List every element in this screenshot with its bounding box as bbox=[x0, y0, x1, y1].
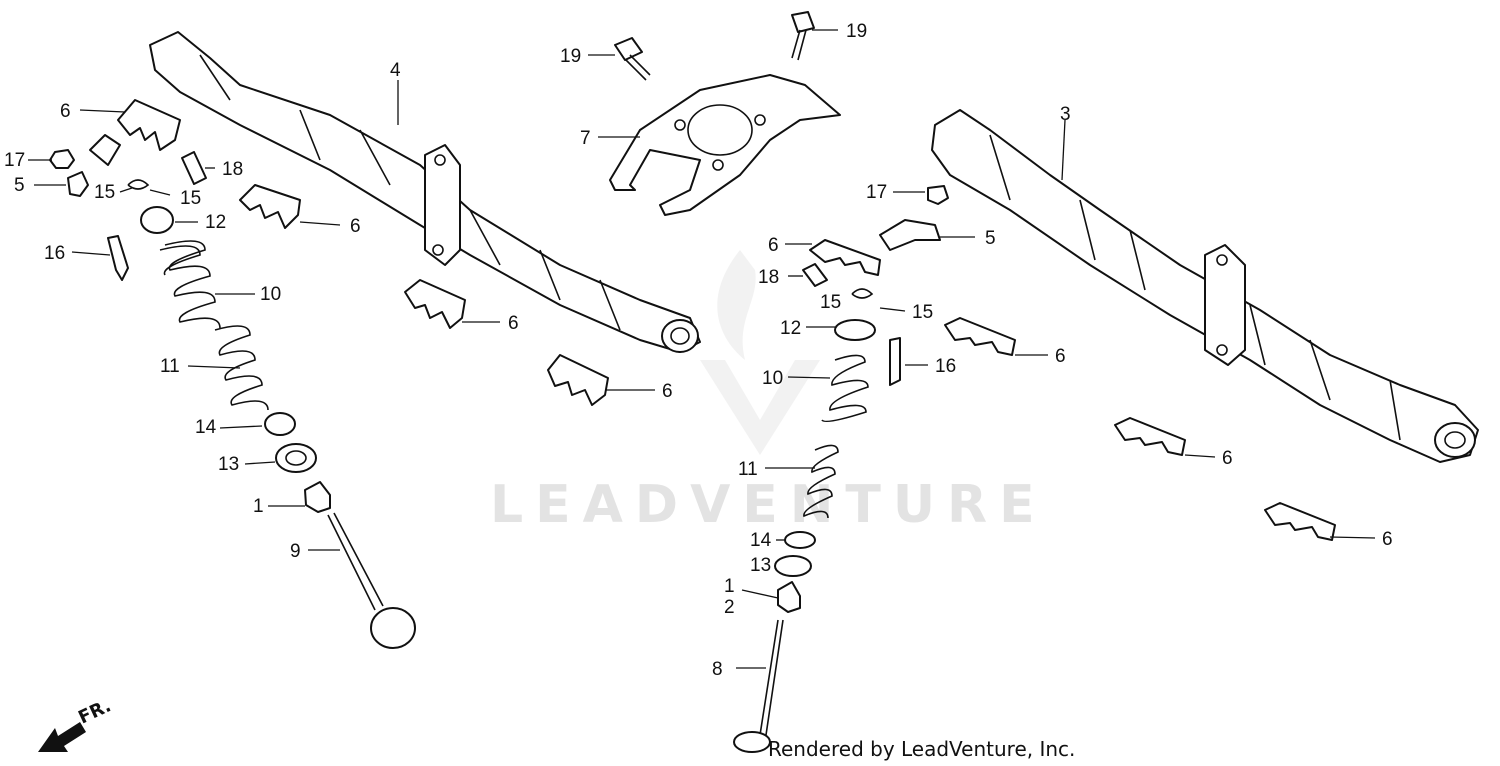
callout-label: 19 bbox=[846, 21, 867, 42]
callout-label: 15 bbox=[820, 292, 841, 313]
callout-label: 11 bbox=[738, 459, 758, 480]
cam-holder-plate bbox=[609, 74, 841, 216]
right-spring-10 bbox=[821, 354, 869, 423]
right-valve-stem-8 bbox=[759, 619, 784, 736]
callout-label: 15 bbox=[912, 302, 933, 323]
callout-label: 13 bbox=[750, 555, 771, 576]
callout-labels: 4 6 17 5 15 15 18 12 6 16 10 11 6 6 14 1… bbox=[4, 21, 1393, 680]
right-seat-13 bbox=[774, 555, 812, 577]
left-spring-10 bbox=[159, 240, 221, 329]
right-rocker-5 bbox=[879, 219, 941, 251]
left-valve-assembly bbox=[49, 134, 416, 649]
right-washer-14 bbox=[784, 531, 816, 549]
callout-label: 19 bbox=[560, 46, 581, 67]
callout-label: 6 bbox=[768, 235, 779, 256]
left-spring-11 bbox=[214, 325, 269, 411]
right-nut-17 bbox=[927, 185, 949, 205]
callout-label: 14 bbox=[750, 530, 772, 551]
callout-label: 6 bbox=[508, 313, 519, 334]
left-pin-18 bbox=[181, 151, 207, 185]
callout-label: 18 bbox=[758, 267, 779, 288]
left-seat-13 bbox=[275, 443, 317, 473]
callout-label: 6 bbox=[1222, 448, 1233, 469]
callout-label: 10 bbox=[762, 368, 783, 389]
callout-label: 17 bbox=[866, 182, 887, 203]
callout-label: 2 bbox=[724, 597, 735, 618]
callout-label: 18 bbox=[222, 159, 243, 180]
callout-label: 12 bbox=[205, 212, 226, 233]
callout-label: 5 bbox=[985, 228, 996, 249]
left-valve-stem-9 bbox=[327, 512, 384, 611]
callout-label: 15 bbox=[180, 188, 201, 209]
callout-label: 8 bbox=[712, 659, 723, 680]
right-retainer-12 bbox=[834, 319, 876, 341]
left-seal-1 bbox=[304, 481, 331, 513]
left-camshaft bbox=[149, 31, 701, 353]
callout-label: 14 bbox=[195, 417, 217, 438]
watermark-text: LEADVENTURE bbox=[490, 475, 1047, 535]
right-valve-assembly bbox=[733, 185, 949, 753]
callout-label: 15 bbox=[94, 182, 115, 203]
callout-label: 13 bbox=[218, 454, 239, 475]
callout-label: 1 bbox=[724, 576, 735, 597]
right-spring-11 bbox=[803, 444, 839, 519]
left-clip-15 bbox=[127, 179, 150, 190]
callout-label: 6 bbox=[662, 381, 673, 402]
callout-label: 16 bbox=[935, 356, 956, 377]
callout-label: 3 bbox=[1060, 104, 1071, 125]
callout-label: 4 bbox=[390, 60, 401, 81]
leader-lines bbox=[28, 29, 1376, 669]
right-screw-16 bbox=[889, 337, 901, 386]
callout-label: 6 bbox=[60, 101, 71, 122]
front-direction-arrow-icon bbox=[38, 722, 86, 752]
callout-label: 11 bbox=[160, 356, 180, 377]
callout-label: 7 bbox=[580, 128, 591, 149]
callout-label: 6 bbox=[350, 216, 361, 237]
right-shims bbox=[809, 239, 1336, 541]
callout-label: 12 bbox=[780, 318, 801, 339]
right-pin-18 bbox=[802, 263, 828, 287]
watermark: LEADVENTURE bbox=[490, 250, 1047, 535]
front-direction-indicator: FR. bbox=[38, 695, 114, 752]
left-shims bbox=[117, 99, 609, 406]
callout-label: 17 bbox=[4, 150, 25, 171]
credit-text: Rendered by LeadVenture, Inc. bbox=[768, 737, 1075, 761]
watermark-logo-icon bbox=[700, 250, 820, 455]
left-washer-14 bbox=[264, 412, 296, 436]
right-valve-head-8 bbox=[733, 731, 771, 753]
callout-label: 6 bbox=[1382, 529, 1393, 550]
bolt-19-b bbox=[791, 11, 815, 61]
callout-label: 1 bbox=[253, 496, 264, 517]
callout-label: 6 bbox=[1055, 346, 1066, 367]
direction-label: FR. bbox=[75, 695, 114, 728]
right-seal-2 bbox=[777, 581, 801, 613]
callout-label: 16 bbox=[44, 243, 65, 264]
callout-label: 9 bbox=[290, 541, 301, 562]
left-retainer-12 bbox=[140, 206, 174, 234]
right-clip-15 bbox=[851, 288, 874, 299]
bolt-19-a bbox=[614, 37, 651, 81]
left-nut-17 bbox=[49, 149, 75, 169]
right-camshaft bbox=[931, 109, 1479, 463]
left-screw-16 bbox=[107, 235, 129, 281]
left-rocker-5 bbox=[67, 171, 89, 197]
left-valve-head-9 bbox=[370, 607, 416, 649]
callout-label: 5 bbox=[14, 175, 25, 196]
callout-label: 10 bbox=[260, 284, 281, 305]
